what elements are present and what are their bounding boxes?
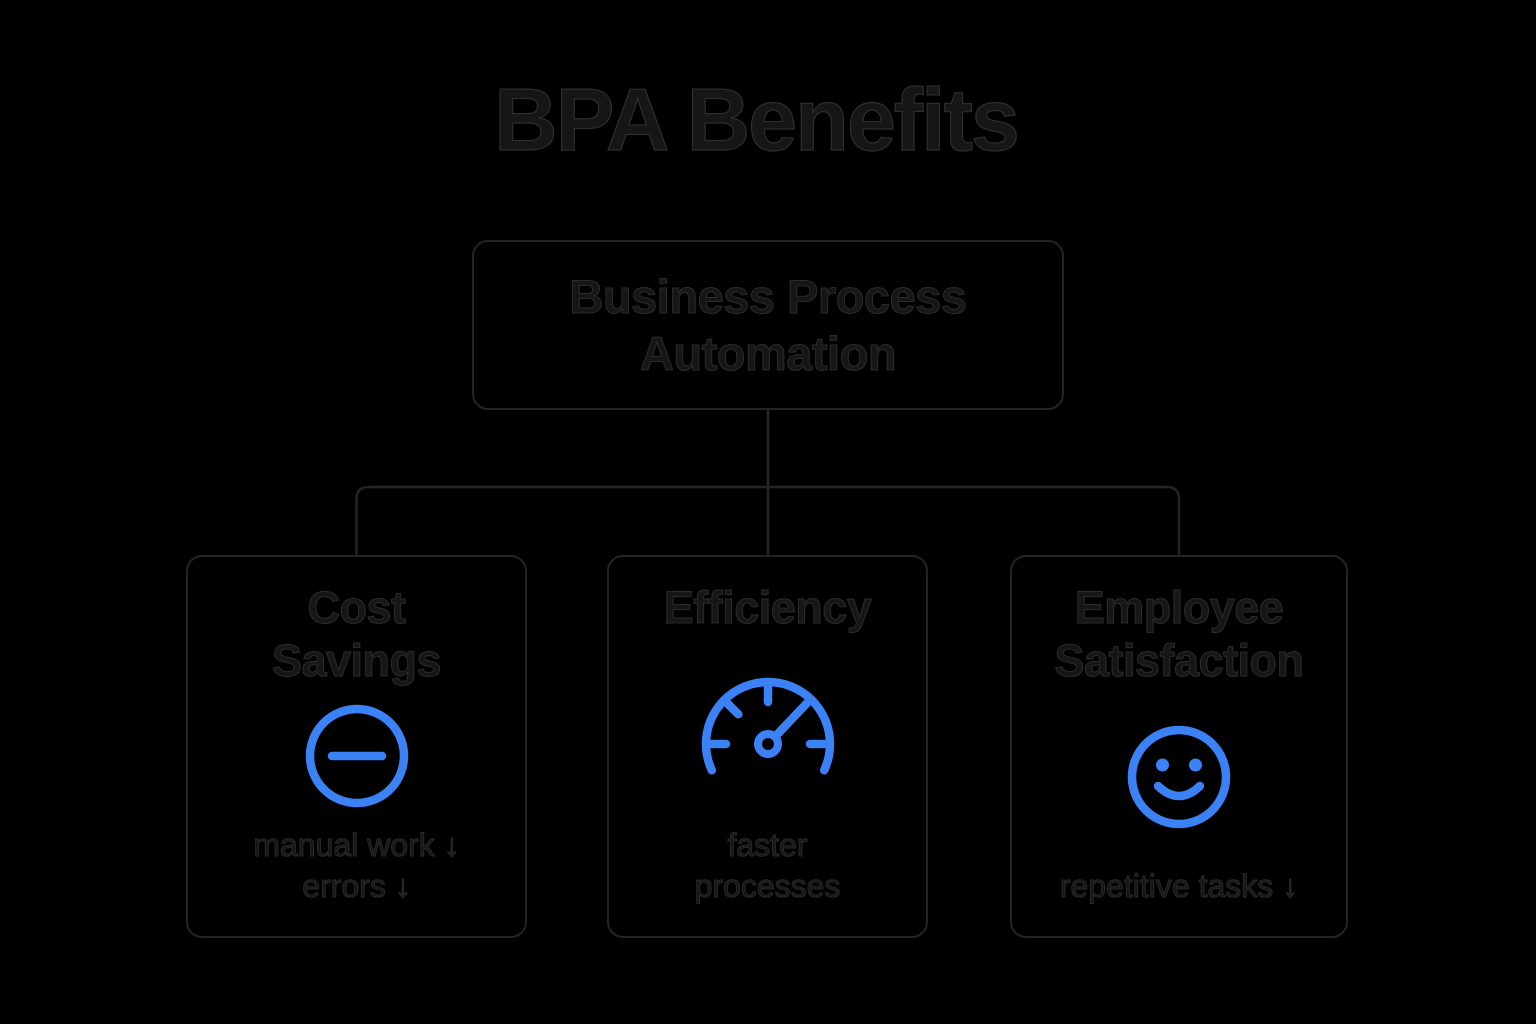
employee-satisfaction-title: Employee Satisfaction: [1054, 581, 1305, 687]
gauge-icon: [701, 678, 834, 775]
smiley-face-icon: [1127, 725, 1231, 829]
root-node-label: Business Process Automation: [569, 269, 967, 380]
node-cost-savings: Cost Savings manual work ↓ errors ↓: [186, 555, 527, 938]
efficiency-title: Efficiency: [663, 581, 872, 633]
node-business-process-automation: Business Process Automation: [472, 240, 1064, 410]
page-title: BPA Benefits: [494, 70, 1021, 169]
cost-savings-title: Cost Savings: [271, 581, 442, 687]
node-efficiency: Efficiency faster processes: [607, 555, 928, 938]
minus-circle-icon: [305, 704, 408, 808]
node-employee-satisfaction: Employee Satisfaction repetitive tasks ↓: [1010, 555, 1348, 938]
cost-savings-caption: manual work ↓ errors ↓: [253, 826, 460, 905]
efficiency-caption: faster processes: [694, 826, 841, 905]
employee-satisfaction-caption: repetitive tasks ↓: [1059, 868, 1299, 905]
